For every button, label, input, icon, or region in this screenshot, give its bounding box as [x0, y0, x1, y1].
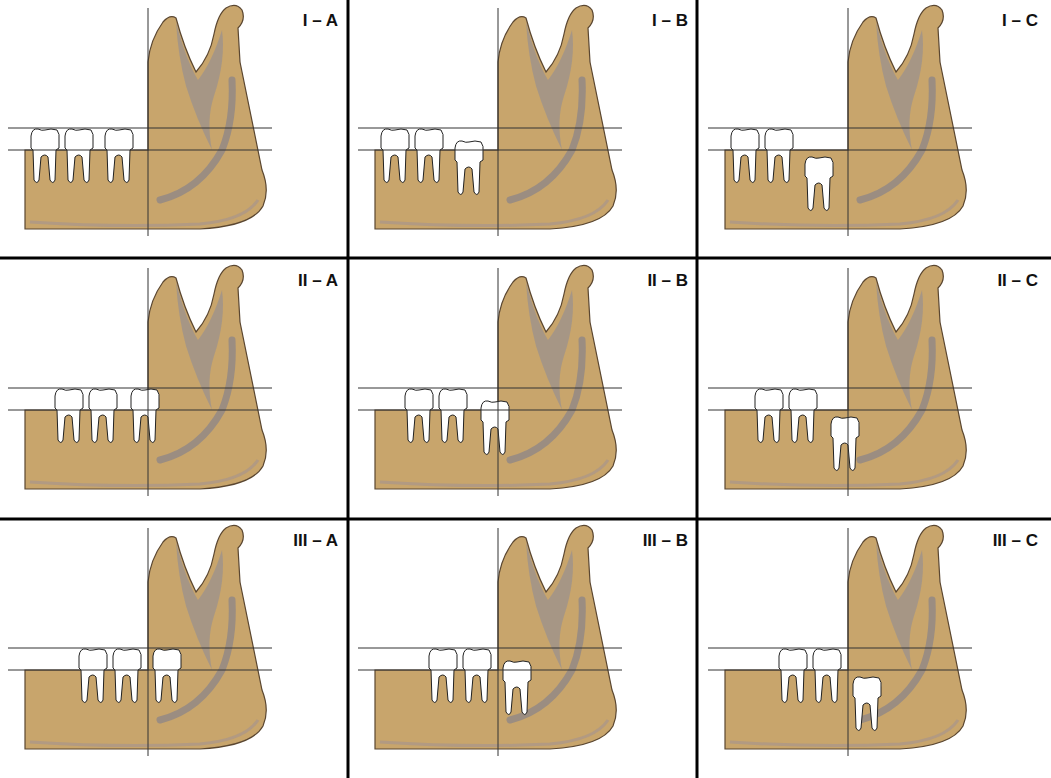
panel-label: I – A	[303, 12, 338, 31]
panel-figure	[708, 5, 972, 236]
grid-divider	[0, 518, 1051, 521]
panel-label: I – B	[652, 12, 688, 31]
grid-divider	[0, 257, 1051, 260]
panel-label: III – B	[643, 532, 688, 551]
panel-label: II – B	[647, 272, 688, 291]
panel-figure	[8, 525, 272, 756]
panel-figure	[708, 525, 972, 756]
panel-figure	[8, 265, 272, 496]
grid-divider	[347, 0, 350, 778]
panel-label: II – A	[298, 272, 338, 291]
grid-divider	[696, 0, 699, 778]
panel-label: I – C	[1002, 12, 1038, 31]
panel-label: III – A	[293, 532, 338, 551]
panel-figure	[358, 265, 622, 496]
panel-label: II – C	[997, 272, 1038, 291]
panel-figure	[358, 525, 622, 756]
panel-figure	[708, 265, 972, 496]
panel-figure	[358, 5, 622, 236]
panel-label: III – C	[993, 532, 1038, 551]
panel-figure	[8, 5, 272, 236]
